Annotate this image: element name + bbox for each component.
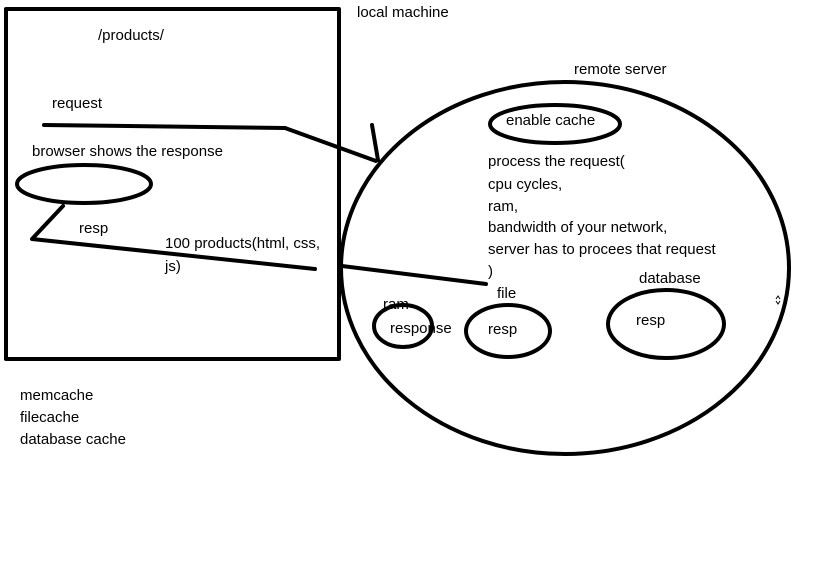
browser-shows-response-label: browser shows the response bbox=[32, 143, 223, 160]
file-label: file bbox=[497, 285, 516, 302]
process-line-3: ram, bbox=[488, 198, 518, 215]
browser-ellipse bbox=[15, 163, 153, 205]
products-payload-label: 100 products(html, css, bbox=[165, 235, 320, 252]
process-line-5: server has to procees that request bbox=[488, 241, 716, 258]
database-label: database bbox=[639, 270, 701, 287]
local-machine-label: local machine bbox=[357, 4, 449, 21]
remote-server-label: remote server bbox=[574, 61, 667, 78]
request-to-server-line bbox=[283, 126, 378, 163]
local-machine-box bbox=[4, 7, 341, 361]
database-ellipse bbox=[606, 288, 726, 360]
resp-local-label: resp bbox=[79, 220, 108, 237]
response-line bbox=[30, 204, 317, 271]
remote-server-ellipse bbox=[339, 80, 791, 456]
resize-handle-icon bbox=[775, 295, 781, 305]
ram-response-label: response bbox=[390, 320, 452, 337]
server-entry-tick bbox=[370, 123, 380, 162]
cache-type-memcache: memcache bbox=[20, 387, 93, 404]
process-line-6: ) bbox=[488, 263, 493, 280]
ram-ellipse bbox=[372, 303, 434, 349]
file-ellipse bbox=[464, 303, 552, 359]
process-line-1: process the request( bbox=[488, 153, 625, 170]
process-line-4: bandwidth of your network, bbox=[488, 219, 667, 236]
cache-type-filecache: filecache bbox=[20, 409, 79, 426]
cache-type-database-cache: database cache bbox=[20, 431, 126, 448]
enable-cache-ellipse bbox=[488, 103, 622, 145]
server-response-line bbox=[340, 264, 488, 286]
request-line bbox=[42, 123, 287, 130]
request-label: request bbox=[52, 95, 103, 112]
process-line-2: cpu cycles, bbox=[488, 176, 562, 193]
products-payload-label-cont: js) bbox=[164, 258, 181, 275]
file-resp-label: resp bbox=[488, 321, 517, 338]
database-resp-label: resp bbox=[636, 312, 665, 329]
enable-cache-label: enable cache bbox=[506, 112, 595, 129]
products-path-label: /products/ bbox=[98, 27, 165, 44]
